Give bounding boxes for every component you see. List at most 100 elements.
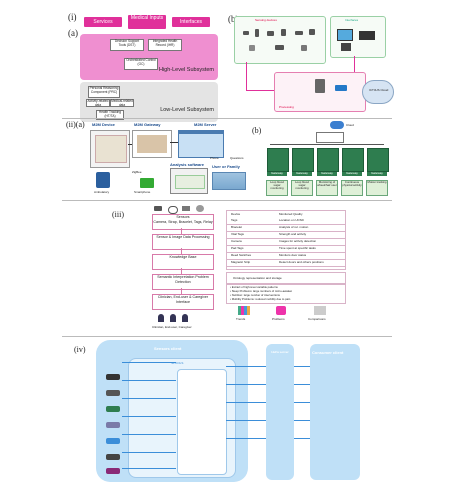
sensor-device-icon: [106, 390, 120, 396]
table-cell-quality: Time spent at specific tasks: [279, 246, 316, 250]
ambulatory-icon: [96, 172, 110, 188]
sensor-to-spools-arrow: [122, 468, 176, 470]
tag-icon: [196, 205, 204, 212]
table-cell-quality: Images for activity detection: [279, 239, 317, 243]
device-board-icon: [95, 135, 127, 163]
box-dst: Decision Support Tools (DST): [110, 39, 144, 51]
box-ihr: Integrated Health Record (IHR): [148, 39, 182, 51]
sensors-client-title: Sensors client: [154, 346, 182, 351]
bracelet-icon: [168, 206, 178, 214]
trends-icon: [238, 306, 250, 315]
interfaces-group: Interfaces: [330, 16, 386, 58]
high-level-label: High-Level Subsystem: [158, 67, 214, 73]
gateway-board-icon: [137, 135, 167, 153]
device-icon: [295, 31, 303, 35]
server-icon: [315, 79, 325, 93]
client-to-server-arrow: [226, 438, 266, 440]
device-icon: [281, 29, 286, 36]
camera-icon: [154, 206, 162, 211]
use-case-note: Loop blood sugar monitoring: [291, 180, 313, 196]
strap-icon: [182, 206, 190, 211]
client-to-server-arrow: [226, 420, 266, 422]
table-cell-device: Vital Tags: [231, 232, 244, 236]
tree-bar: [270, 144, 384, 145]
sensor-to-spools-arrow: [122, 398, 176, 400]
device-icon: [243, 31, 249, 35]
label-ii-a: (ii)(a): [66, 120, 85, 129]
sensor-to-spools-arrow: [122, 416, 176, 418]
label-i-a: (a): [68, 28, 78, 38]
table-cell-quality: Detect doors and others positions: [279, 260, 324, 264]
sensors-inner-box: SPOOLS: [128, 358, 236, 478]
connector-line: [246, 62, 247, 90]
output-problems: Problems: [272, 317, 285, 321]
gateway-board-icon: [267, 148, 289, 172]
sensor-device-icon: [106, 468, 120, 474]
process-steps: Sensors Camera, Strap, Bracelet, Tags, R…: [142, 214, 214, 314]
device-icon: [301, 45, 307, 51]
gateway-label: Gateway: [292, 171, 312, 176]
interp-note: • Mobility Problems: reduced mobility du…: [230, 297, 291, 301]
analysis-software-screen: [170, 168, 208, 194]
table-header-device: Device: [231, 212, 241, 216]
use-case-note: Monitoring of wheelchair user: [316, 180, 338, 196]
hufa-server-box: HuFa server: [266, 344, 294, 480]
interp-notes: • Extract of high-level variable pattern…: [230, 285, 342, 302]
use-case-note: Continuous physical activity: [341, 180, 363, 196]
sensor-device-icon: [106, 454, 120, 460]
sensor-device-icons: [104, 362, 130, 480]
hufa-server-title: HuFa server: [271, 350, 289, 354]
high-level-subsystem: Decision Support Tools (DST) Integrated …: [80, 34, 218, 80]
sensor-device-icon: [106, 406, 120, 412]
ontology-note-box: Ontology representation and storage: [226, 272, 346, 284]
table-cell-device: Reed Switches: [231, 253, 252, 257]
gateway-label: Gateway: [342, 171, 362, 176]
table-cell-device: Pad Tags: [231, 246, 244, 250]
interp-note: • Extract of high-level variable pattern…: [230, 285, 278, 289]
processing-label: Processing: [279, 105, 294, 109]
label-iii: (iii): [112, 210, 124, 219]
bottom-label: Clinician, End-user, Caregiver: [152, 325, 192, 329]
down-arrow: [181, 248, 182, 254]
gateway-board-icon: [367, 148, 389, 172]
down-arrow: [181, 268, 182, 274]
divider: [62, 336, 392, 337]
smartphone-icon: [140, 178, 154, 188]
interfaces-label: Interfaces: [345, 18, 359, 22]
spools-label: SPOOLS: [171, 361, 184, 365]
sensing-devices-group: Sensing devices: [234, 16, 326, 64]
table-cell-device: Tags: [231, 218, 238, 222]
button-medical-inputs: Medical Inputs: [128, 15, 166, 29]
divider: [62, 118, 392, 119]
panel-i-b: Sensing devices Interfaces Processing IC…: [234, 14, 394, 114]
analysis-software-label: Analysis software: [170, 162, 205, 167]
device-icon: [255, 29, 259, 37]
use-case-note: Motion tracking: [366, 180, 388, 196]
label-iv: (iv): [74, 345, 86, 354]
monitor-icon: [337, 29, 353, 41]
interp-notes-box: • Extract of high-level variable pattern…: [226, 284, 346, 304]
gateway-board-icon: [317, 148, 339, 172]
process-step: Knowledge Base: [152, 254, 214, 270]
box-ht: Health Tracking (HT/TA): [96, 110, 124, 120]
label-ii-b: (b): [252, 126, 262, 135]
sensor-to-spools-arrow: [122, 452, 176, 454]
server-to-consumer-arrow: [294, 402, 310, 404]
sensor-to-spools-arrow: [122, 362, 176, 364]
questions-label: Questions: [230, 156, 244, 160]
output-trends: Trends: [236, 317, 246, 321]
use-case-note: Loop blood sugar monitoring: [266, 180, 288, 196]
server-to-consumer-arrow: [294, 384, 310, 386]
panel-ii-a: M2M Device M2M Gateway M2M Server ZigBee…: [88, 120, 248, 200]
output-comparisons: Comparisons: [308, 317, 326, 321]
table-row: Pad Tags Time spent at specific tasks: [227, 245, 345, 253]
consumer-client-box: Consumer client: [310, 344, 360, 480]
